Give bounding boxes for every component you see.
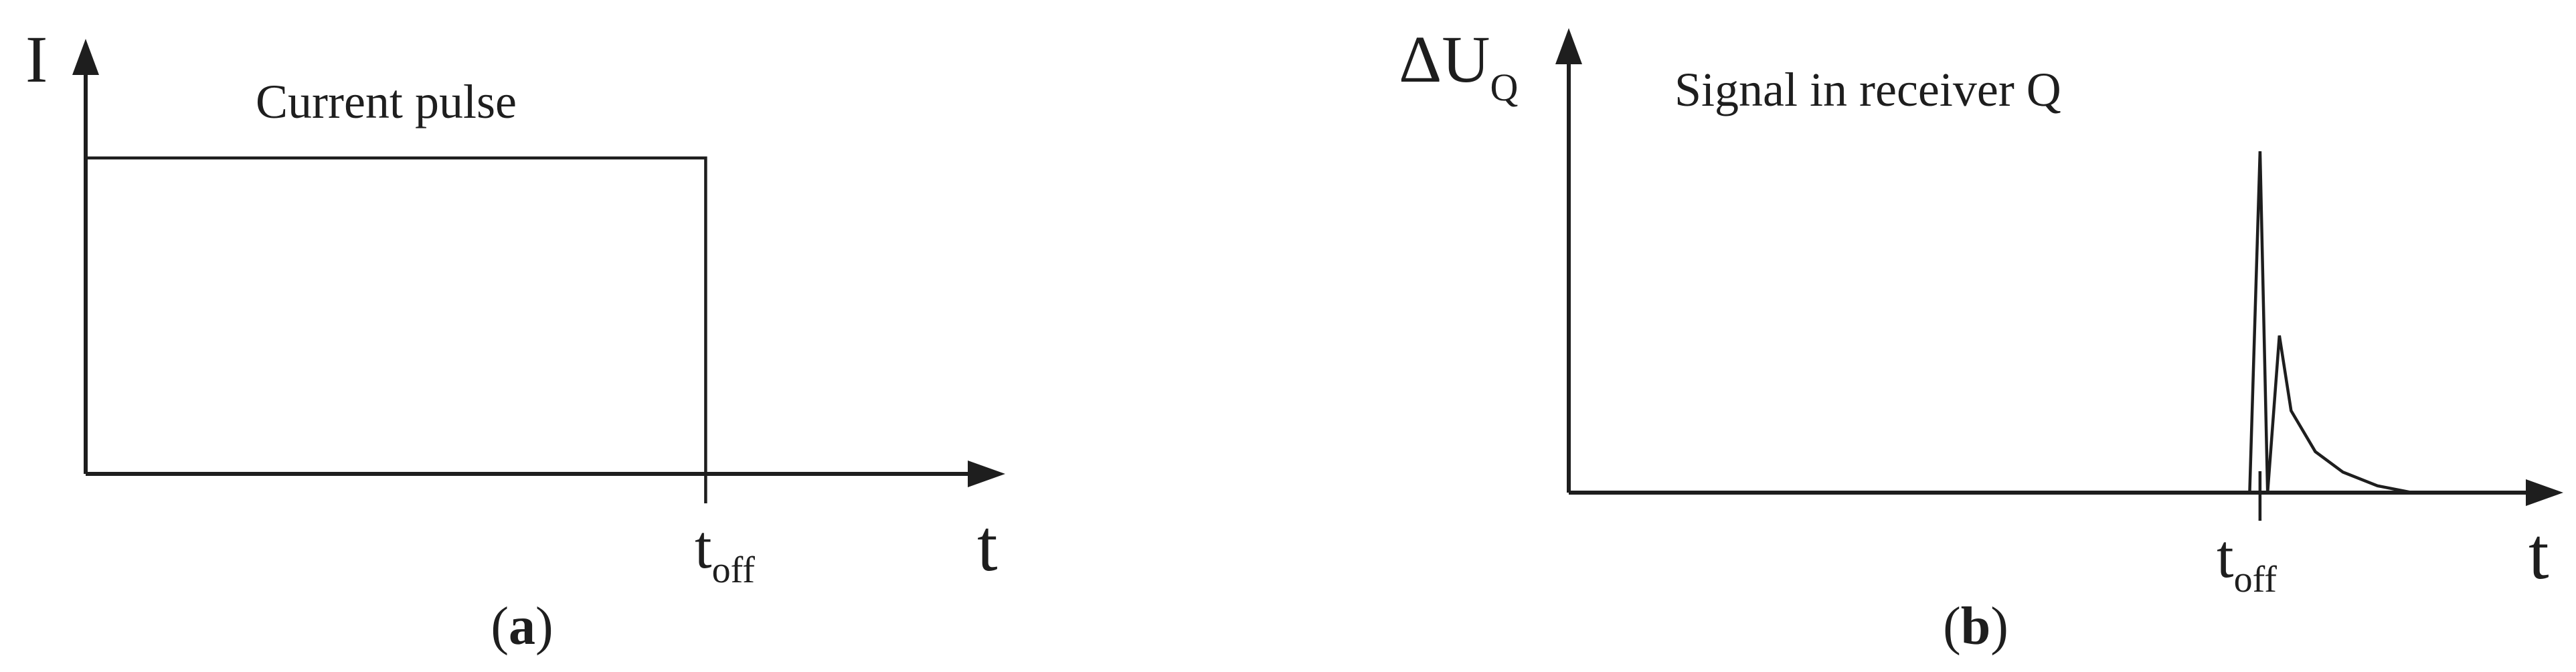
panel-b-signal-curve [1569, 151, 2537, 495]
panel-a-toff-main: t [695, 513, 712, 581]
panel-a-caption: (a) [491, 597, 553, 656]
panel-b-toff-main: t [2217, 522, 2234, 590]
panel-b-y-axis-sub: Q [1490, 66, 1519, 109]
panel-a-x-axis-label: t [977, 505, 998, 586]
panel-b-caption: (b) [1943, 597, 2008, 656]
panel-b-toff-sub: off [2234, 559, 2278, 600]
panel-a-y-axis-arrow [72, 39, 99, 75]
panel-a-y-axis-label: I [25, 22, 48, 96]
panel-b-title: Signal in receiver Q [1675, 63, 2061, 116]
panel-b-y-axis-label: ΔUQ [1399, 22, 1518, 109]
panel-b-toff-label: toff [2217, 522, 2277, 600]
panel-b-y-axis-arrow [1555, 28, 1582, 64]
panel-a-title: Current pulse [256, 75, 517, 129]
panel-a-toff-sub: off [712, 550, 756, 591]
panel-a-x-axis-arrow [968, 460, 1005, 487]
panel-b-x-axis-arrow [2526, 479, 2563, 506]
panel-b-y-axis-main: ΔU [1399, 22, 1490, 96]
panel-b-caption-letter: b [1961, 597, 1991, 656]
panel-b: ΔUQ Signal in receiver Q t toff (b) [1399, 22, 2563, 656]
panel-a: I Current pulse t toff (a) [25, 22, 1005, 656]
panel-b-x-axis-label: t [2528, 513, 2549, 594]
panel-a-caption-letter: a [509, 597, 535, 656]
panel-a-toff-label: toff [695, 513, 755, 591]
panel-a-current-pulse-curve [86, 156, 707, 474]
